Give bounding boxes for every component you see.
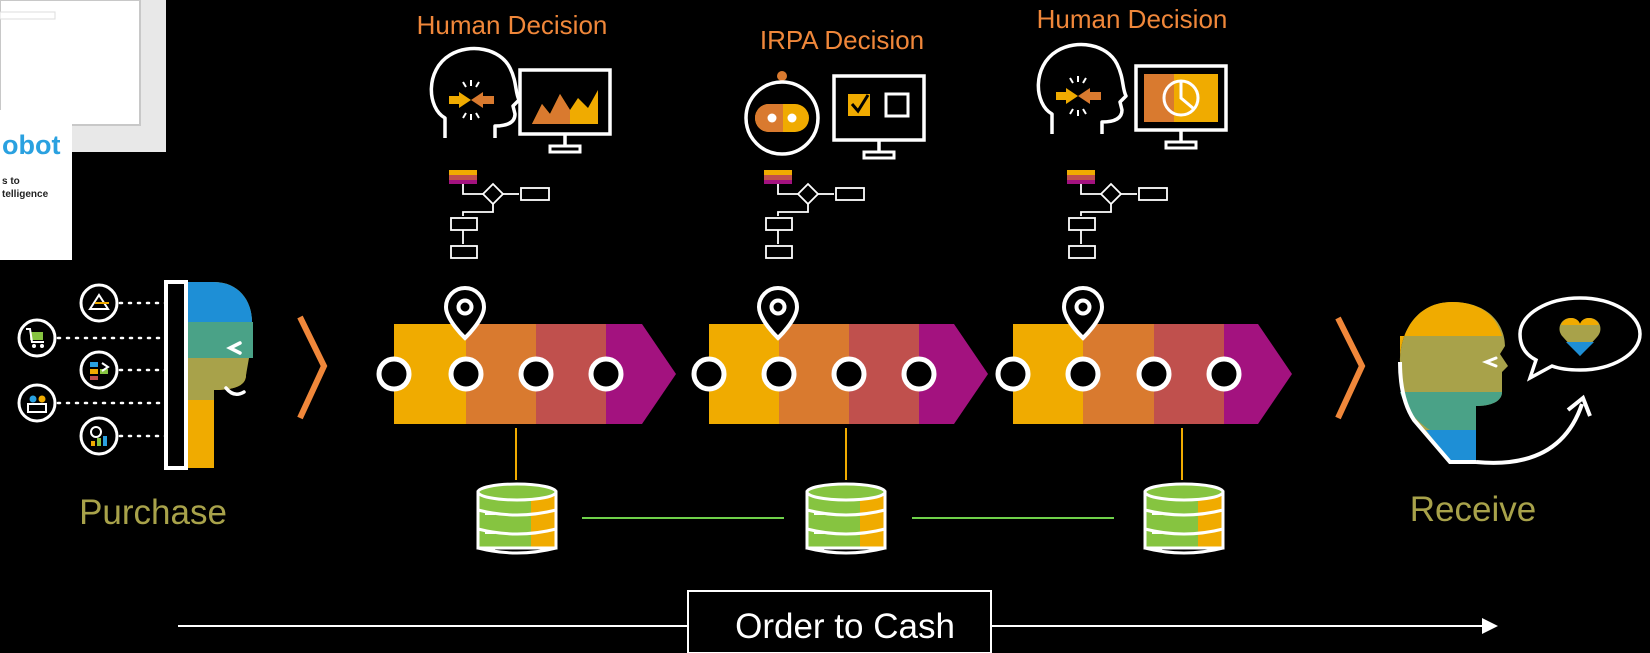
shopping-cart-icon — [17, 318, 57, 358]
process-step-node — [376, 356, 412, 392]
customer-left-figure — [17, 280, 253, 470]
customer-right-head-icon — [1398, 302, 1592, 465]
flowchart-icon — [1066, 169, 1168, 259]
process-step-node — [1136, 356, 1172, 392]
chevron-arrow-icon — [1335, 316, 1366, 420]
process-stage-3 — [995, 169, 1292, 555]
process-step-node — [448, 356, 484, 392]
database-icon — [1143, 482, 1225, 555]
process-step-node — [1065, 356, 1101, 392]
process-step-node — [518, 356, 554, 392]
decision-label-1: Human Decision — [417, 10, 608, 40]
inset-screenshot: obot s to telligence — [0, 0, 166, 260]
line-chart-monitor-icon — [518, 68, 612, 154]
process-step-node — [761, 356, 797, 392]
flowchart-icon — [763, 169, 865, 259]
pie-chart-monitor-icon — [1134, 64, 1228, 150]
decision-label-3: Human Decision — [1037, 4, 1228, 34]
customer-left-label: Purchase — [79, 493, 227, 532]
process-step-node — [901, 356, 937, 392]
process-step-node — [1206, 356, 1242, 392]
process-stage-1 — [376, 169, 676, 555]
head-icon — [1036, 42, 1128, 136]
process-step-node — [588, 356, 624, 392]
people-icon — [17, 383, 57, 423]
arrow-right-icon — [1482, 618, 1498, 634]
decision-label-2: IRPA Decision — [760, 25, 924, 55]
time-chart-icon — [79, 416, 119, 456]
inset-line-2: telligence — [2, 189, 49, 200]
flowchart-icon — [448, 169, 550, 259]
checkbox-monitor-icon — [832, 74, 926, 160]
timeline-arrow — [178, 590, 1498, 653]
database-icon — [805, 482, 887, 555]
chevron-arrow-icon — [297, 315, 328, 420]
process-label: Order to Cash — [735, 607, 955, 646]
heart-speech-bubble-icon — [1518, 296, 1642, 382]
process-step-node — [995, 356, 1031, 392]
customer-right-label: Receive — [1410, 490, 1536, 529]
robot-icon — [744, 71, 820, 156]
inset-line-1: s to — [2, 176, 20, 187]
customer-left-head-icon — [164, 280, 253, 470]
head-icon — [429, 46, 521, 140]
inset-heading: obot — [2, 130, 60, 160]
process-stage-2 — [691, 169, 988, 555]
prism-icon — [79, 283, 119, 323]
process-step-node — [831, 356, 867, 392]
database-icon — [476, 482, 558, 555]
compare-icon — [79, 350, 119, 390]
process-step-node — [691, 356, 727, 392]
